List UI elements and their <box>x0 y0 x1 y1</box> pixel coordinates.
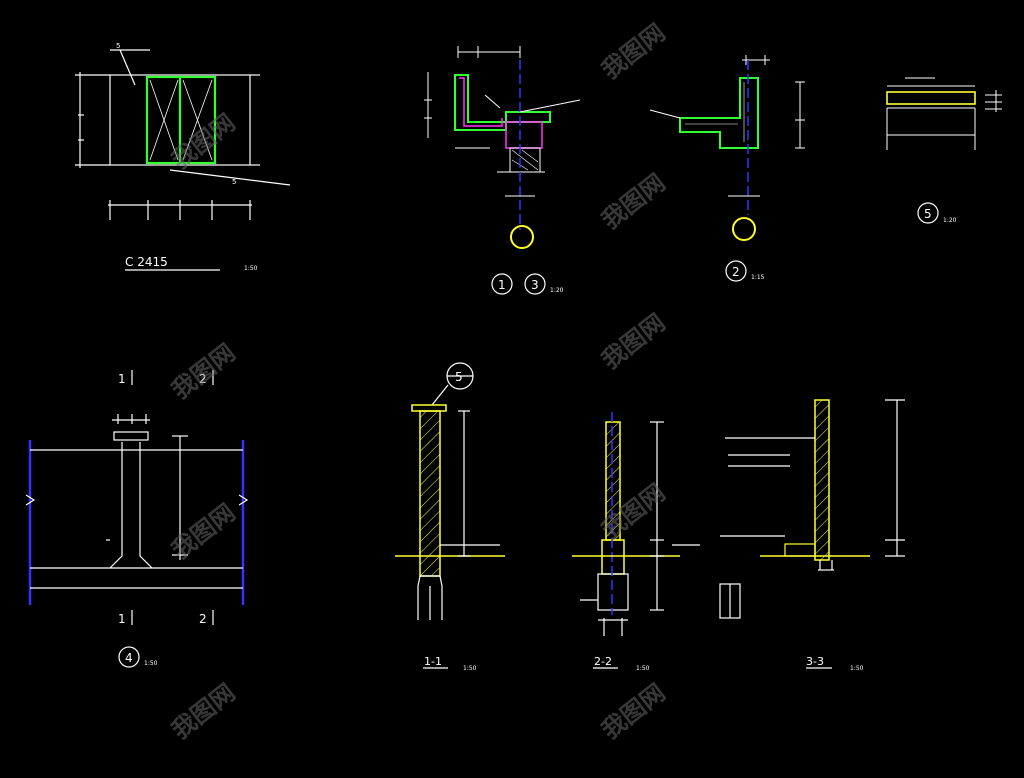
detail-2 <box>649 55 805 282</box>
detail-5 <box>886 77 1002 224</box>
window-scale: 1:50 <box>244 265 258 272</box>
watermark-text: 我图网 <box>596 308 670 374</box>
detail-4-plan <box>25 370 249 668</box>
section-1-1-bubble: 5 <box>455 370 463 384</box>
section-1-1-scale: 1:50 <box>463 665 477 672</box>
watermark-text: 我图网 <box>596 678 670 744</box>
window-bottom-note: 5 <box>232 178 236 186</box>
watermark-layer: 我图网 我图网 我图网 我图网 我图网 我图网 我图网 我图网 我图网 <box>166 18 670 744</box>
detail-5-number: 5 <box>924 207 932 221</box>
detail-1-3-scale: 1:20 <box>550 287 564 294</box>
section-3-3-title: 3-3 <box>806 655 824 668</box>
window-elevation <box>75 49 291 271</box>
detail-3-number: 3 <box>531 278 539 292</box>
section-2-2-title: 2-2 <box>594 655 612 668</box>
cut-2-top: 2 <box>199 372 207 386</box>
section-2-2 <box>572 412 741 669</box>
detail-2-scale: 1:15 <box>751 274 765 281</box>
section-1-1 <box>395 362 505 669</box>
detail-4-scale: 1:50 <box>144 660 158 667</box>
cut-1-bottom: 1 <box>118 612 126 626</box>
section-2-2-scale: 1:50 <box>636 665 650 672</box>
watermark-text: 我图网 <box>166 678 240 744</box>
window-title: C 2415 <box>125 255 168 269</box>
detail-1-number: 1 <box>498 278 506 292</box>
watermark-text: 我图网 <box>166 338 240 404</box>
watermark-text: 我图网 <box>166 498 240 564</box>
window-top-note-a: 5 <box>116 42 120 50</box>
detail-5-scale: 1:20 <box>943 217 957 224</box>
watermark-text: 我图网 <box>596 168 670 234</box>
cut-1-top: 1 <box>118 372 126 386</box>
section-1-1-title: 1-1 <box>424 655 442 668</box>
section-3-3-scale: 1:50 <box>850 665 864 672</box>
detail-2-number: 2 <box>732 265 740 279</box>
section-3-3 <box>720 399 905 669</box>
detail-1-3 <box>424 46 581 249</box>
cut-2-bottom: 2 <box>199 612 207 626</box>
window-frame <box>145 75 217 165</box>
watermark-text: 我图网 <box>596 18 670 84</box>
detail-1-3-label: 1 3 1:20 <box>491 273 564 295</box>
detail-4-number: 4 <box>125 651 133 665</box>
